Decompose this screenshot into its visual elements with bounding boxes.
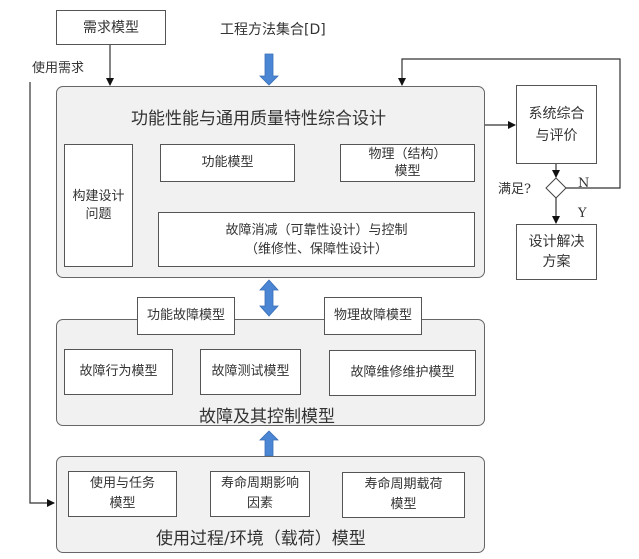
physical-fault-model-box: 物理故障模型 — [324, 297, 422, 335]
usage-mission-model-box: 使用与任务 模型 — [68, 471, 177, 517]
system-synthesis-box: 系统综合 与评价 — [516, 85, 597, 164]
branch-yes-label: Y — [578, 206, 587, 221]
fault-maintenance-model-label: 故障维修维护模型 — [350, 365, 455, 380]
lifecycle-load-model-box: 寿命周期载荷 模型 — [342, 472, 465, 518]
lifecycle-load-model-label: 寿命周期载荷 模型 — [364, 477, 443, 512]
arrow-usage-requirement — [29, 82, 55, 507]
functional-fault-model-label: 功能故障模型 — [146, 308, 225, 323]
satisfied-question-label: 满足? — [498, 182, 531, 197]
physical-model-label: 物理（结构） 模型 — [368, 147, 447, 179]
engineering-methods-label: 工程方法集合[D] — [220, 22, 326, 38]
physical-model-box: 物理（结构） 模型 — [340, 144, 475, 182]
usage-requirement-label: 使用需求 — [32, 61, 85, 76]
arrow-feedback-loop — [398, 58, 621, 189]
requirement-model-label: 需求模型 — [83, 19, 139, 36]
fault-behavior-model-label: 故障行为模型 — [79, 364, 158, 379]
function-model-label: 功能模型 — [201, 155, 254, 170]
fault-maintenance-model-box: 故障维修维护模型 — [329, 350, 476, 396]
usage-mission-model-label: 使用与任务 模型 — [89, 476, 155, 511]
branch-no-label: N — [578, 176, 590, 191]
design-solution-box: 设计解决 方案 — [516, 224, 597, 280]
design-solution-label: 设计解决 方案 — [528, 234, 585, 270]
decision-diamond — [545, 177, 567, 199]
system-synthesis-label: 系统综合 与评价 — [528, 105, 585, 144]
requirement-model-box: 需求模型 — [56, 10, 166, 45]
fault-group-title: 故障及其控制模型 — [199, 407, 335, 427]
fault-behavior-model-box: 故障行为模型 — [64, 349, 173, 395]
fault-test-model-label: 故障测试模型 — [211, 364, 290, 379]
physical-fault-model-label: 物理故障模型 — [333, 308, 412, 323]
build-design-problem-box: 构建设计 问题 — [64, 144, 133, 267]
usage-group-title: 使用过程/环境（载荷）模型 — [156, 529, 366, 549]
functional-fault-model-box: 功能故障模型 — [137, 297, 235, 335]
lifecycle-factors-label: 寿命周期影响 因素 — [220, 476, 299, 511]
fault-mitigation-box: 故障消减（可靠性设计）与控制 （维修性、保障性设计） — [158, 212, 475, 267]
lifecycle-factors-box: 寿命周期影响 因素 — [210, 471, 310, 517]
function-model-box: 功能模型 — [160, 144, 295, 182]
fault-mitigation-label: 故障消减（可靠性设计）与控制 （维修性、保障性设计） — [225, 222, 408, 257]
design-group-title: 功能性能与通用质量特性综合设计 — [131, 109, 386, 129]
fault-test-model-box: 故障测试模型 — [200, 349, 301, 395]
build-design-problem-label: 构建设计 问题 — [72, 188, 125, 222]
